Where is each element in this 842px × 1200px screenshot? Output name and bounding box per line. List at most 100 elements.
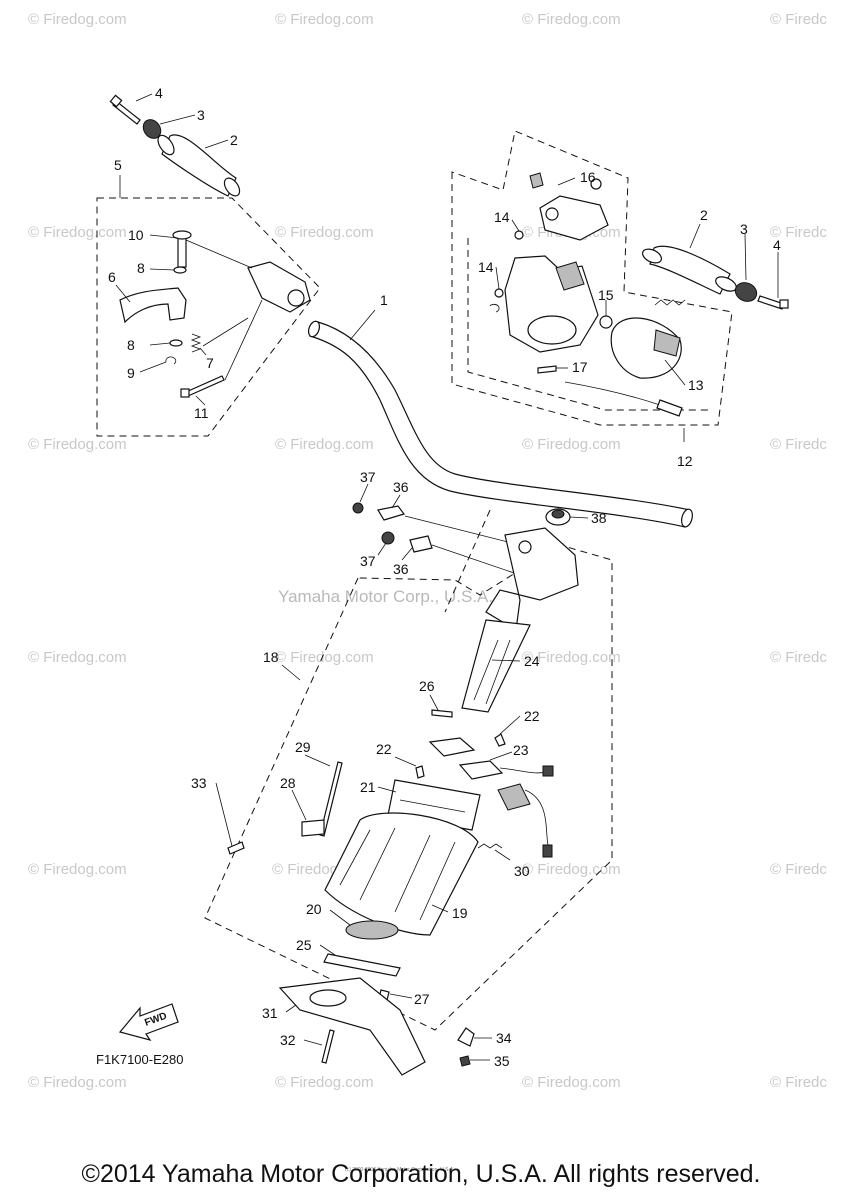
callout-2: 2	[700, 207, 708, 223]
outline-column-group	[204, 544, 613, 1031]
clip-34	[457, 1027, 475, 1047]
leader-16	[557, 177, 576, 186]
switch-bolt	[537, 365, 557, 374]
leader-14-top	[511, 219, 520, 232]
pin-32	[321, 1029, 335, 1064]
screw-22-right	[494, 733, 506, 747]
leader-20	[329, 909, 351, 926]
sensor-plug	[542, 844, 553, 858]
watermark: © Firedog.com	[28, 436, 127, 453]
leader-37-lower	[377, 542, 387, 556]
leader-4-left	[135, 93, 153, 102]
callout-9: 9	[127, 365, 135, 381]
leader-21	[377, 786, 397, 793]
column-shaft-detail	[473, 639, 511, 705]
sensor-wire	[524, 789, 549, 846]
watermark-grid: © Firedog.com © Firedog.com © Firedog.co…	[28, 11, 827, 1091]
tiny-copyright-note: (c) 2000-2016 Yamaha Motor Corporation, …	[345, 1167, 455, 1173]
callout-21: 21	[360, 779, 376, 795]
callout-4: 4	[773, 237, 781, 253]
switch-upper-boss	[545, 207, 559, 221]
left-end-cap	[142, 119, 162, 139]
copyright-footer: ©2014 Yamaha Motor Corporation, U.S.A. A…	[81, 1160, 761, 1188]
cover-cone-ribs	[339, 827, 456, 921]
outline-right-inner	[467, 238, 710, 411]
leader-27	[389, 993, 413, 999]
switch-cover-spring	[654, 299, 686, 306]
callouts: 4 3 2 5 10 8 6 8 9 7 11 1 16 14 14 15 17…	[108, 85, 781, 1069]
left-assembly-guides	[185, 239, 263, 381]
leader-1	[349, 309, 376, 341]
callout-1: 1	[380, 292, 388, 308]
switch-connector	[656, 399, 683, 417]
watermark: © Firedog.com	[28, 861, 127, 878]
watermark: © Firedog.com	[275, 11, 374, 28]
base-plate-hole	[309, 989, 347, 1007]
callout-4: 4	[155, 85, 163, 101]
cover-cone	[324, 812, 479, 936]
leader-38	[569, 516, 589, 519]
lever-pivot-pin-head	[172, 230, 192, 240]
leader-3-left	[159, 114, 196, 125]
callout-30: 30	[514, 863, 530, 879]
watermark: © Firedog.com	[522, 1074, 621, 1091]
clamp-upper	[377, 505, 405, 521]
callout-20: 20	[306, 901, 322, 917]
sensor-spring	[477, 843, 503, 849]
leader-26	[429, 694, 439, 711]
switch-upper	[428, 737, 476, 757]
lever-bolt	[185, 375, 225, 397]
lever-clip	[165, 356, 177, 365]
callout-3: 3	[197, 107, 205, 123]
cable-bracket	[301, 819, 325, 837]
watermark: © Firedog.com	[522, 861, 621, 878]
leader-7	[199, 347, 207, 356]
leader-31	[285, 1004, 297, 1013]
switch-lower-bore	[527, 315, 577, 345]
watermark: © Firedog.com	[28, 1074, 127, 1091]
steering-column-assembly	[227, 502, 579, 1076]
outline-right-switch-group	[451, 130, 733, 426]
watermark: © Firedog.com	[275, 224, 374, 241]
callout-22: 22	[524, 708, 540, 724]
leader-6	[115, 284, 131, 303]
leader-18	[281, 664, 301, 681]
fwd-arrow-icon	[118, 1003, 179, 1041]
callout-37: 37	[360, 553, 376, 569]
outline-column-top	[444, 509, 491, 613]
callout-13: 13	[688, 377, 704, 393]
watermark-partial: © Firedc	[770, 224, 827, 241]
right-grip-open-end	[641, 248, 663, 264]
switch-plug	[542, 765, 554, 777]
shim	[323, 953, 401, 977]
callout-25: 25	[296, 937, 312, 953]
switch-nut	[599, 315, 613, 329]
leader-13	[664, 359, 686, 386]
callout-10: 10	[128, 227, 144, 243]
callout-14: 14	[494, 209, 510, 225]
callout-3: 3	[740, 221, 748, 237]
watermark-partial: © Firedc	[770, 11, 827, 28]
leader-lines	[115, 93, 779, 1061]
switch-screw-side	[494, 288, 504, 298]
cable	[319, 761, 343, 837]
right-switch-assembly	[489, 172, 789, 417]
column-shaft	[461, 619, 531, 713]
right-end-cap	[734, 282, 758, 302]
callout-36: 36	[393, 561, 409, 577]
right-end-bolt-head	[779, 299, 789, 309]
leader-9	[139, 361, 167, 373]
clamp-bolt-upper	[352, 502, 364, 514]
switch-knob	[529, 172, 544, 189]
watermark-partial: © Firedc	[770, 436, 827, 453]
leader-33	[215, 782, 233, 847]
diagram-reference-code: F1K7100-E280	[96, 1052, 183, 1067]
leader-29	[304, 754, 331, 767]
callout-36: 36	[393, 479, 409, 495]
switch-washer	[489, 303, 500, 313]
watermark: © Firedog.com	[522, 436, 621, 453]
handlebar-end-left	[307, 320, 321, 338]
column-head-boss	[518, 540, 532, 554]
lever-pivot-pin	[177, 236, 187, 268]
